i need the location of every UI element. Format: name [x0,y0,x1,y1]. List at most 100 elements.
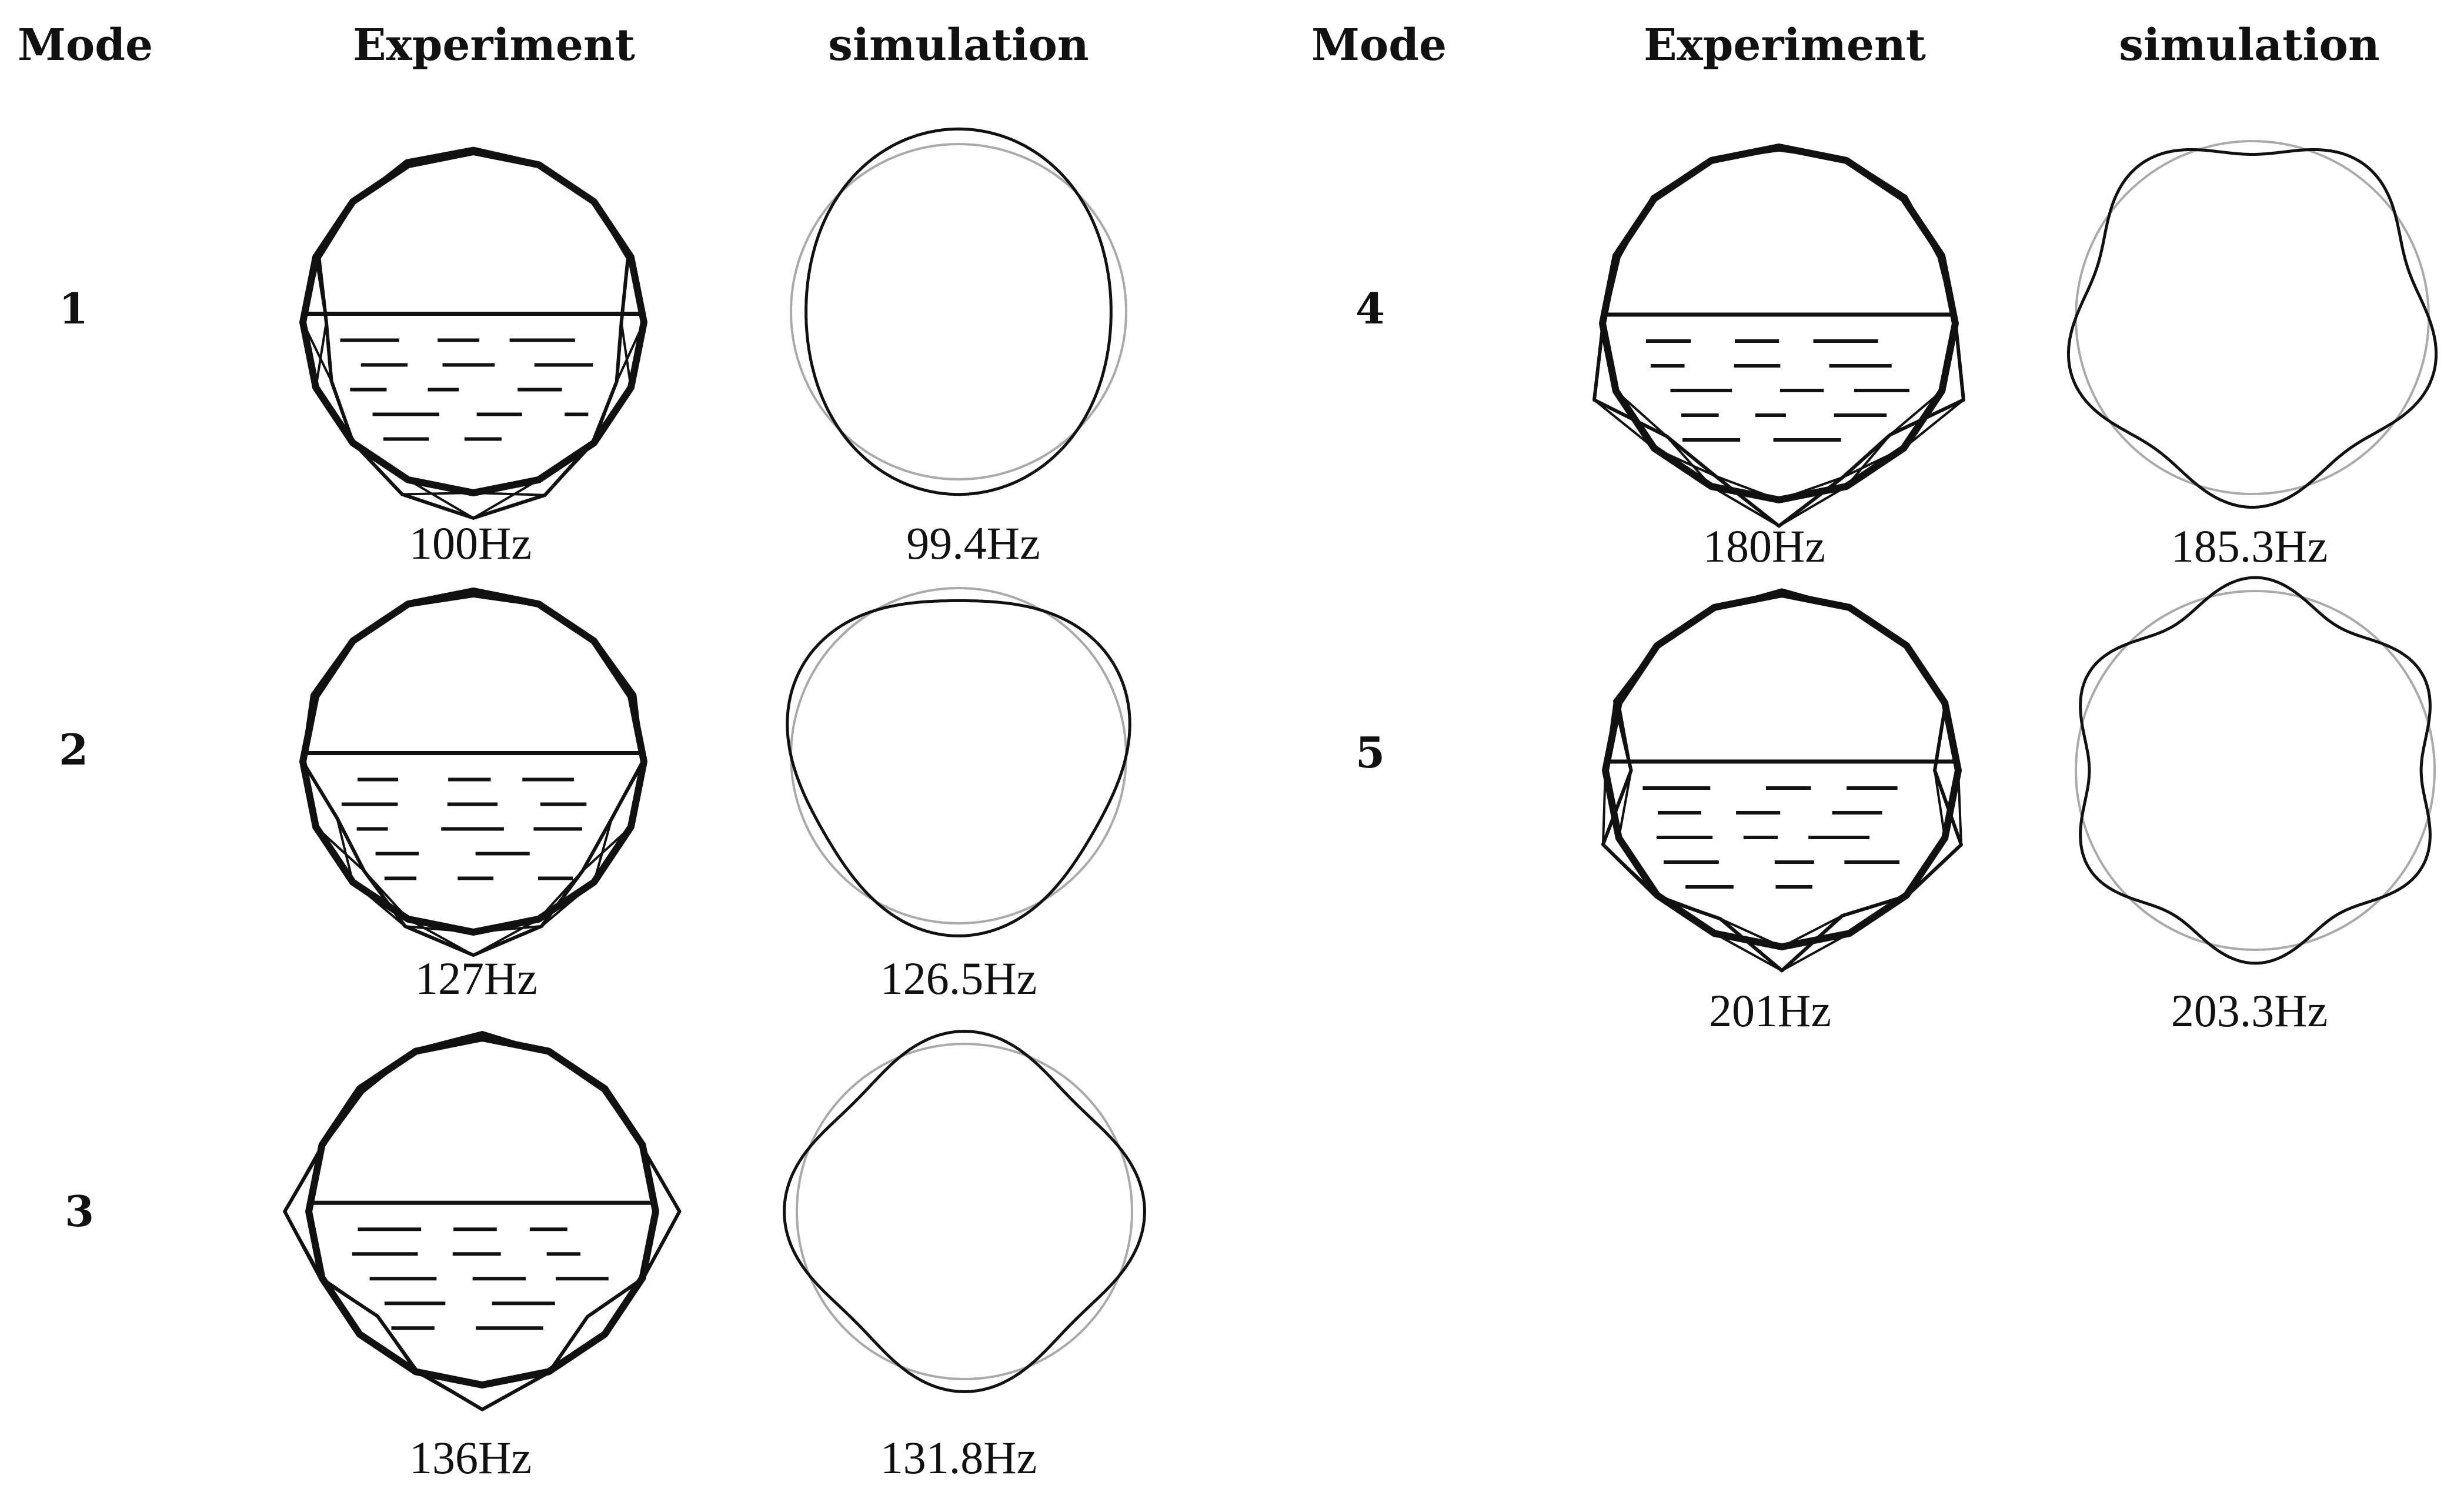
truss-line [1778,476,1844,501]
deformed-outline [1601,588,1964,973]
truss-line [1934,770,1947,839]
truss-line [302,322,333,382]
truss-line [376,1315,417,1373]
reference-circle [2075,140,2430,495]
experiment-shape [1601,588,1964,973]
reference-circle [790,587,1127,924]
deformed-mode-curve [783,1030,1146,1393]
mode-row-3: 3 136Hz 131.8Hz [65,1030,1146,1483]
truss-line [1602,843,1658,896]
truss-line [301,761,318,827]
truss-line [1778,485,1847,528]
truss-line [1593,323,1604,400]
truss-line [547,1316,589,1373]
truss-line [1617,770,1632,839]
truss-line [302,760,338,819]
truss-line [473,924,542,933]
truss-line [308,1145,325,1212]
deformed-outline [283,1031,682,1411]
truss-line [363,870,409,920]
truss-line [315,256,328,323]
truss-line [1841,894,1907,917]
truss-line [1657,894,1721,920]
truss-line [1954,323,1965,400]
truss-line [408,918,474,956]
simulation-shape [2066,140,2438,509]
truss-line [641,1211,681,1279]
truss-line [473,492,545,496]
simulation-shape [786,587,1131,937]
truss-line [1615,390,1667,437]
simulation-frequency: 131.8Hz [880,1432,1037,1483]
truss-line [1601,770,1607,845]
experiment-frequency: 136Hz [409,1432,532,1483]
truss-line [352,442,403,495]
deformed-outline [301,593,645,957]
truss-line [415,1370,483,1411]
mode-row-2: 2 127Hz 126.5Hz [59,587,1131,1004]
truss-line [620,322,632,388]
truss-line [593,818,613,883]
truss-line [405,925,474,933]
header-simulation-left: simulation [828,20,1089,71]
truss-line [1720,917,1782,948]
truss-line [336,817,354,883]
experiment-frequency: 100Hz [409,518,532,569]
truss-line [1957,770,1963,845]
reference-circle [2075,590,2436,951]
truss-line [1781,932,1850,972]
mode-number: 5 [1355,727,1385,777]
truss-line [615,322,645,382]
truss-line [537,440,594,481]
truss-line [540,881,595,927]
truss-line [352,441,409,481]
truss-line [629,761,644,827]
truss-line [544,442,595,496]
header-experiment-left: Experiment [353,20,635,71]
experiment-shape [299,588,647,957]
truss-line [642,1211,657,1279]
truss-line [1711,485,1780,528]
truss-line [610,761,645,820]
truss-line [1604,701,1616,771]
truss-line [537,870,584,920]
deformed-mode-curve [804,127,1113,496]
truss-line [472,479,539,519]
truss-line [1848,894,1908,934]
deformed-mode-curve [786,599,1131,937]
truss-line [1593,399,1655,449]
truss-line [359,1333,418,1371]
mode-row-4: 4 180Hz 185.3Hz [1355,140,2438,572]
simulation-shape [783,1030,1146,1393]
truss-line [301,696,318,762]
truss-line [1618,837,1657,897]
experiment-shape [283,1031,682,1411]
simulation-shape [790,127,1127,496]
truss-line [1902,399,1965,449]
truss-line [603,1277,645,1335]
truss-line [548,1333,606,1374]
truss-line [1654,447,1717,478]
truss-line [308,1211,322,1279]
truss-line [330,380,354,443]
truss-line [408,479,475,519]
truss-line [482,1370,549,1411]
truss-line [582,826,632,872]
experiment-shape [299,146,647,520]
reference-circle [790,143,1127,480]
header-experiment-right: Experiment [1644,20,1926,71]
experiment-frequency: 201Hz [1709,985,1831,1036]
mode-number: 4 [1355,283,1385,333]
truss-line [283,1211,323,1279]
truss-line [1941,323,1957,392]
truss-line [586,1277,643,1318]
mode-number: 3 [65,1186,94,1236]
truss-line [1655,895,1715,934]
deformed-mode-curve [2066,148,2438,509]
experiment-frequency: 127Hz [415,953,537,1004]
truss-line [482,1371,549,1386]
truss-line [592,386,632,443]
truss-line [352,881,406,927]
tank-outline [299,588,647,936]
header-mode-right: Mode [1311,20,1447,71]
